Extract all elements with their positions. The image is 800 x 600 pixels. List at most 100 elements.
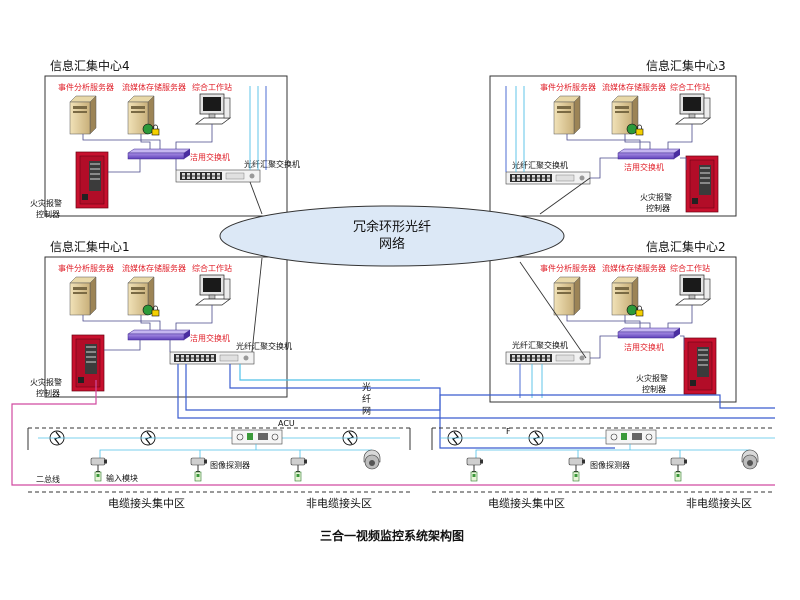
c3-access-switch-label: 洁用交换机 (624, 162, 664, 172)
c2-workstation-label: 综合工作站 (670, 263, 710, 273)
diagram-caption: 三合一视频监控系统架构图 (320, 528, 464, 543)
c1-fire-controller (71, 334, 105, 392)
field-left: ACU 输入模块 图像探测器 二总线 (36, 419, 400, 484)
zone-label-1: 电缆接头集中区 (108, 496, 185, 510)
c2-aggregation-switch (505, 351, 591, 365)
c2-stream-server (612, 277, 643, 316)
c4-workstation-label: 综合工作站 (192, 82, 232, 92)
c1-analysis-label: 事件分析服务器 (58, 263, 114, 273)
input-module-icon (674, 471, 682, 482)
c1-stream-label: 流媒体存储服务器 (122, 263, 186, 273)
c2-fire-label2: 控制器 (642, 384, 666, 394)
c4-fire-label2: 控制器 (36, 209, 60, 219)
bullet-camera-icon (466, 457, 484, 474)
dome-camera-icon (741, 449, 759, 470)
c3-fire-label1: 火灾报警 (640, 192, 672, 202)
ring-label-line1: 冗余环形光纤 (353, 219, 431, 235)
bus-label: 二总线 (36, 474, 60, 484)
c3-aggregation-switch (505, 171, 591, 185)
ring-links (249, 177, 591, 359)
c3-fire-label2: 控制器 (646, 203, 670, 213)
input-module-label: 输入模块 (106, 473, 138, 483)
c3-stream-label: 流媒体存储服务器 (602, 82, 666, 92)
c4-stream-server (128, 96, 159, 135)
center1-box (44, 256, 288, 398)
c2-fire-controller (683, 337, 717, 395)
c3-agg-label: 光纤汇聚交换机 (512, 160, 568, 170)
c2-fire-label1: 火灾报警 (636, 373, 668, 383)
ring-label-line2: 网络 (379, 236, 405, 252)
center2: 信息汇集中心2 事件分析服务器 流媒体存储服务器 综合工作站 洁用交换机 光纤汇… (505, 239, 726, 398)
c2-analysis-label: 事件分析服务器 (540, 263, 596, 273)
c1-aggregation-switch (169, 351, 255, 365)
acu-label: ACU (278, 419, 295, 428)
c4-analysis-label: 事件分析服务器 (58, 82, 114, 92)
c1-access-switch-label: 洁用交换机 (190, 333, 230, 343)
input-module-icon (294, 471, 302, 482)
bullet-camera-icon (670, 457, 688, 474)
center1-title: 信息汇集中心1 (50, 239, 130, 254)
input-module-icon (194, 471, 202, 482)
c3-fire-controller (685, 155, 719, 213)
dome-camera-icon (363, 449, 381, 470)
input-module-icon (572, 471, 580, 482)
center1: 信息汇集中心1 事件分析服务器 流媒体存储服务器 综合工作站 火灾报警 控制器 … (30, 239, 292, 398)
c3-analysis-server (553, 95, 581, 135)
c4-aggregation-switch (175, 169, 261, 183)
field-right: F 图像探测器 (440, 427, 775, 482)
c3-workstation-label: 综合工作站 (670, 82, 710, 92)
c1-workstation-label: 综合工作站 (192, 263, 232, 273)
c4-access-switch-label: 洁用交换机 (190, 152, 230, 162)
zone-label-3: 电缆接头集中区 (488, 496, 565, 510)
c2-access-switch-label: 洁用交换机 (624, 342, 664, 352)
input-module-icon (94, 471, 102, 482)
c4-analysis-server (69, 95, 97, 135)
fiber-label-3: 网 (362, 406, 371, 417)
bullet-camera-icon (190, 457, 208, 474)
c4-access-switch (127, 148, 191, 160)
bullet-camera-icon (290, 457, 308, 474)
tunnel-right (431, 427, 775, 493)
c1-fire-label2: 控制器 (36, 388, 60, 398)
c2-analysis-server (553, 276, 581, 316)
c2-agg-label: 光纤汇聚交换机 (512, 340, 568, 350)
c1-workstation (195, 274, 231, 306)
zone-label-2: 非电缆接头区 (306, 497, 372, 510)
detector-label-right: 图像探测器 (590, 460, 630, 470)
c4-fire-label1: 火灾报警 (30, 198, 62, 208)
center2-box (489, 256, 737, 403)
tunnel-left (27, 427, 411, 493)
acu-unit (231, 429, 283, 445)
zone-label-4: 非电缆接头区 (686, 497, 752, 510)
c3-stream-server (612, 96, 643, 135)
center4: 信息汇集中心4 事件分析服务器 流媒体存储服务器 综合工作站 火灾报警 控制器 … (30, 58, 300, 219)
acu-unit-right (605, 429, 657, 445)
c4-stream-label: 流媒体存储服务器 (122, 82, 186, 92)
center3-title: 信息汇集中心3 (646, 58, 726, 73)
detector-label-left: 图像探测器 (210, 460, 250, 470)
c3-workstation (675, 93, 711, 125)
c4-workstation (195, 93, 231, 125)
bullet-camera-icon (90, 457, 108, 474)
field-fiber-lines (11, 364, 775, 486)
c2-access-switch (617, 327, 681, 339)
input-module-icon (470, 471, 478, 482)
fiber-label-2: 纤 (362, 393, 371, 405)
c3-access-switch (617, 148, 681, 160)
c1-fire-label1: 火灾报警 (30, 377, 62, 387)
marker-label: F (506, 427, 511, 436)
c3-analysis-label: 事件分析服务器 (540, 82, 596, 92)
center3: 信息汇集中心3 事件分析服务器 流媒体存储服务器 综合工作站 洁用交换机 光纤汇… (505, 58, 726, 213)
center3-box (489, 75, 737, 217)
c4-agg-label: 光纤汇聚交换机 (244, 159, 300, 169)
fiber-ring (219, 205, 565, 267)
c1-access-switch (127, 329, 191, 341)
fiber-label-1: 光 (362, 381, 371, 393)
center2-title: 信息汇集中心2 (646, 239, 726, 254)
c1-agg-label: 光纤汇聚交换机 (236, 341, 292, 351)
c1-analysis-server (69, 276, 97, 316)
c2-stream-label: 流媒体存储服务器 (602, 263, 666, 273)
c2-workstation (675, 274, 711, 306)
bullet-camera-icon (568, 457, 586, 474)
